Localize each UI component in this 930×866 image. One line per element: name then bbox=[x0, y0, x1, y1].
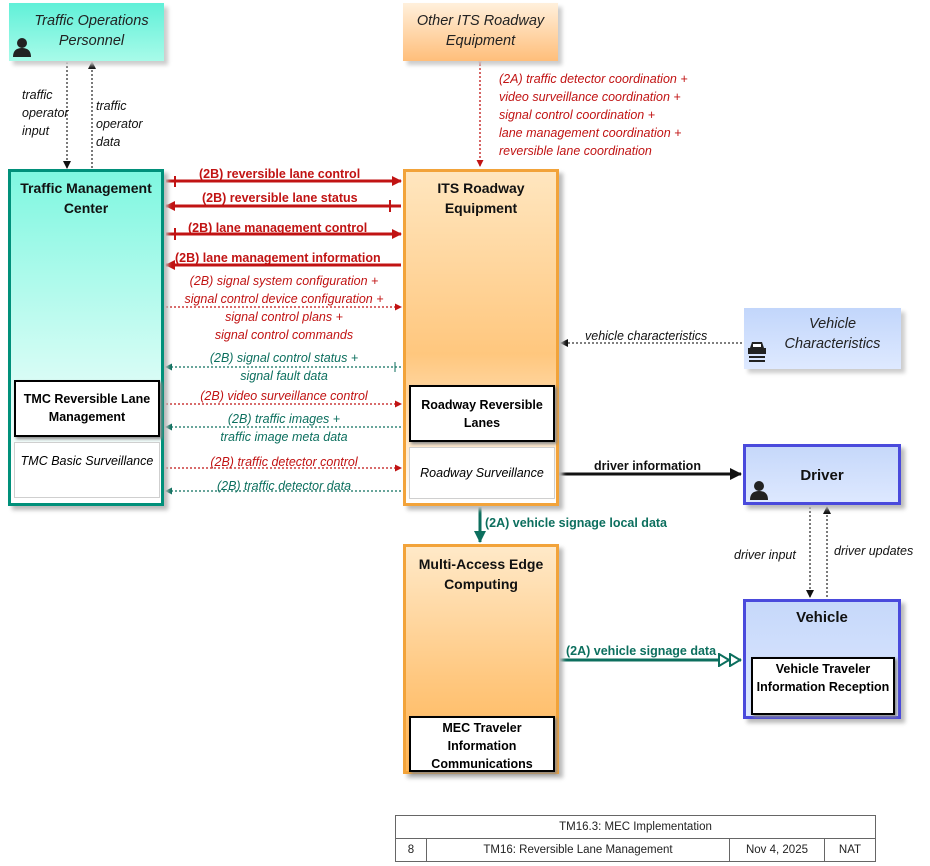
driver-node[interactable]: Driver bbox=[743, 444, 901, 505]
multi-access-edge-computing-node[interactable]: Multi-Access Edge Computing MEC Traveler… bbox=[403, 544, 559, 774]
other-its-title: Other ITS Roadway Equipment bbox=[416, 13, 545, 49]
roadway-reversible-lanes[interactable]: Roadway Reversible Lanes bbox=[409, 385, 555, 442]
tmc-basic-surveillance[interactable]: TMC Basic Surveillance bbox=[14, 442, 160, 498]
lane-management-control-label: (2B) lane management control bbox=[188, 221, 368, 235]
diagram-scope: NAT bbox=[824, 838, 876, 862]
lane-management-information-label: (2B) lane management information bbox=[175, 251, 381, 265]
vehicle-characteristics-node[interactable]: Vehicle Characteristics bbox=[744, 308, 901, 369]
title-block: TM16.3: MEC Implementation 8 TM16: Rever… bbox=[395, 815, 876, 862]
signal-control-status-label: (2B) signal control status + signal faul… bbox=[209, 351, 359, 383]
reversible-lane-status-label: (2B) reversible lane status bbox=[202, 191, 358, 205]
other-its-roadway-equipment-node[interactable]: Other ITS Roadway Equipment bbox=[403, 3, 558, 61]
tmc-reversible-lane-management[interactable]: TMC Reversible Lane Management bbox=[14, 380, 160, 437]
driver-title: Driver bbox=[800, 467, 844, 484]
traffic-management-center-node[interactable]: Traffic Management Center TMC Reversible… bbox=[8, 169, 164, 506]
driver-updates-label: driver updates bbox=[834, 544, 914, 558]
person-icon bbox=[13, 38, 31, 57]
its-title: ITS Roadway Equipment bbox=[437, 180, 525, 216]
tmc-title: Traffic Management Center bbox=[20, 180, 152, 216]
diagram-title: TM16.3: MEC Implementation bbox=[395, 815, 876, 839]
its-roadway-equipment-node[interactable]: ITS Roadway Equipment Roadway Reversible… bbox=[403, 169, 559, 506]
traffic-operations-personnel-node[interactable]: Traffic Operations Personnel bbox=[9, 3, 164, 61]
vehicle-characteristics-flow-label: vehicle characteristics bbox=[585, 329, 708, 343]
vehicle-char-title: Vehicle Characteristics bbox=[784, 316, 881, 352]
diagram-date: Nov 4, 2025 bbox=[729, 838, 825, 862]
traffic-detector-data-label: (2B) traffic detector data bbox=[216, 479, 352, 493]
service-name: TM16: Reversible Lane Management bbox=[426, 838, 730, 862]
other-its-coordination-label: (2A) traffic detector coordination + vid… bbox=[499, 72, 688, 158]
mec-traveler-information-communications[interactable]: MEC Traveler Information Communications bbox=[409, 716, 555, 772]
video-surveillance-control-label: (2B) video surveillance control bbox=[200, 389, 368, 403]
driver-information-label: driver information bbox=[594, 459, 701, 473]
traffic-ops-title: Traffic Operations Personnel bbox=[34, 13, 149, 49]
vehicle-traveler-information-reception[interactable]: Vehicle Traveler Information Reception bbox=[751, 657, 895, 715]
driver-input-label: driver input bbox=[734, 548, 796, 562]
mec-title: Multi-Access Edge Computing bbox=[418, 556, 544, 592]
page-number: 8 bbox=[395, 838, 427, 862]
traffic-images-label: (2B) traffic images + traffic image meta… bbox=[220, 412, 348, 444]
reversible-lane-control-label: (2B) reversible lane control bbox=[199, 167, 361, 181]
vehicle-signage-local-data-label: (2A) vehicle signage local data bbox=[485, 516, 668, 530]
vehicle-node[interactable]: Vehicle Vehicle Traveler Information Rec… bbox=[743, 599, 901, 719]
car-icon bbox=[748, 342, 766, 362]
traffic-detector-control-label: (2B) traffic detector control bbox=[210, 455, 358, 469]
vehicle-title: Vehicle bbox=[796, 609, 848, 626]
signal-configuration-label: (2B) signal system configuration + signa… bbox=[184, 274, 384, 342]
person-icon bbox=[750, 481, 768, 500]
vehicle-signage-data-label: (2A) vehicle signage data bbox=[566, 644, 717, 658]
roadway-surveillance[interactable]: Roadway Surveillance bbox=[409, 447, 555, 499]
